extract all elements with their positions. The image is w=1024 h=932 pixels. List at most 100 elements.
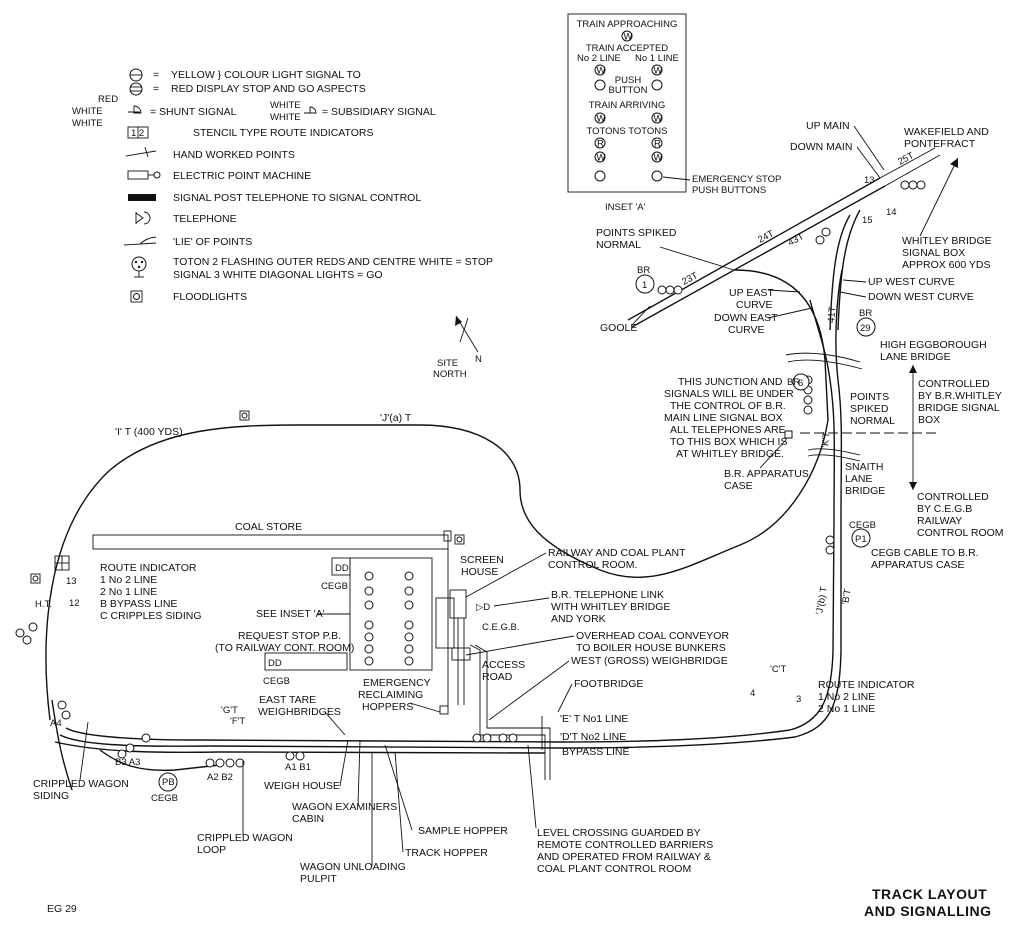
signal-a2 — [205, 758, 215, 768]
label-s13: 13 — [66, 576, 77, 587]
label-by-cegb: BY C.E.G.B — [917, 503, 972, 515]
label-pb: PB — [162, 777, 175, 788]
label-access: ACCESS — [482, 659, 525, 671]
label-railway-coal: RAILWAY AND COAL PLANT — [548, 547, 686, 559]
electric-point-machine-icon — [127, 170, 149, 180]
label-road: ROAD — [482, 671, 513, 683]
label-ctrl-br: CONTROLLED — [918, 378, 990, 390]
legend: = = YELLOW } COLOUR LIGHT SIGNAL TO RED … — [72, 68, 493, 303]
label-a4: A4 — [50, 718, 62, 729]
cegb-phone-icon: DD — [335, 563, 349, 574]
label-a1b1: A1 B1 — [285, 762, 311, 773]
label-junction-2: SIGNALS WILL BE UNDER — [664, 388, 794, 400]
label-lane-bridge: LANE BRIDGE — [880, 351, 951, 363]
label-to-boiler: TO BOILER HOUSE BUNKERS — [576, 642, 726, 654]
label-41t: 41T — [826, 306, 838, 323]
label-a2b2: A2 B2 — [207, 772, 233, 783]
legend-white-1: WHITE — [72, 106, 103, 117]
shunt-signal-icon — [128, 105, 142, 114]
emergency-stop-left[interactable] — [594, 170, 606, 182]
label-junction-1: THIS JUNCTION AND — [678, 376, 783, 388]
inset-emergency: EMERGENCY STOP — [692, 174, 781, 185]
label-wakefield: WAKEFIELD AND — [904, 126, 989, 138]
floodlight-left — [30, 573, 41, 584]
label-whitley-1: WHITLEY BRIDGE — [902, 235, 992, 247]
label-ri-2: 2 No 1 LINE — [100, 586, 157, 598]
label-junction-6: TO THIS BOX WHICH IS — [670, 436, 787, 448]
label-loop: LOOP — [197, 844, 226, 856]
title-line-1: TRACK LAYOUT — [872, 886, 987, 902]
inset-push: PUSH — [615, 75, 642, 86]
label-down-main: DOWN MAIN — [790, 141, 852, 153]
legend-equals-1: = — [153, 69, 159, 81]
label-emergency: EMERGENCY — [363, 677, 431, 689]
legend-equals-2: = — [153, 83, 159, 95]
label-spiked: SPIKED — [850, 403, 889, 415]
label-14: 14 — [886, 207, 897, 218]
coal-store: COAL STORE — [92, 521, 465, 708]
label-br-app: B.R. APPARATUS — [724, 468, 809, 480]
label-screen: SCREEN — [460, 554, 504, 566]
label-cegb-dot: C.E.G.B. — [482, 622, 519, 633]
label-p1: P1 — [855, 534, 867, 545]
label-route-2-2: 2 No 1 LINE — [818, 703, 875, 715]
label-request-stop: REQUEST STOP P.B. — [238, 630, 341, 642]
label-pulpit: PULPIT — [300, 873, 337, 885]
label-br-tel: B.R. TELEPHONE LINK — [551, 589, 664, 601]
label-curve: CURVE — [736, 299, 773, 311]
label-box: BOX — [918, 414, 940, 426]
markers — [158, 274, 876, 792]
legend-shunt: = SHUNT SIGNAL — [150, 106, 237, 118]
label-13b: 13 — [864, 175, 875, 186]
label-snaith: SNAITH — [845, 461, 884, 473]
legend-subsidiary: = SUBSIDIARY SIGNAL — [322, 106, 436, 118]
legend-row-9: 'LIE' OF POINTS — [173, 236, 252, 248]
label-normal-2: NORMAL — [596, 239, 641, 251]
inset-button: BUTTON — [609, 85, 648, 96]
push-button-right[interactable] — [651, 79, 663, 91]
legend-red: RED — [98, 94, 118, 105]
inset-buttons — [364, 571, 414, 666]
label-junction-5: ALL TELEPHONES ARE — [670, 424, 786, 436]
label-ri-c: C CRIPPLES SIDING — [100, 610, 202, 622]
inset-w-7: W — [654, 153, 663, 164]
label-dt: 'D'T No2 LINE — [560, 731, 626, 743]
cegb-label-1: CEGB — [321, 581, 348, 592]
label-level-2: REMOTE CONTROLLED BARRIERS — [537, 839, 713, 851]
label-by-br: BY B.R.WHITLEY — [918, 390, 1002, 402]
emergency-stop-right[interactable] — [651, 170, 663, 182]
legend-white-2: WHITE — [72, 118, 103, 129]
legend-row-2: RED DISPLAY STOP AND GO ASPECTS — [171, 83, 366, 95]
label-level-1: LEVEL CROSSING GUARDED BY — [537, 827, 701, 839]
label-junction-3: THE CONTROL OF B.R. — [670, 400, 786, 412]
floodlight-icon — [130, 290, 143, 303]
legend-row-4: STENCIL TYPE ROUTE INDICATORS — [193, 127, 373, 139]
label-whitley-3: APPROX 600 YDS — [902, 259, 991, 271]
junction-tracks — [627, 147, 941, 462]
label-6: 6 — [798, 378, 803, 389]
label-24t: 24T — [756, 228, 776, 245]
label-house: HOUSE — [461, 566, 498, 578]
label-level-3: AND OPERATED FROM RAILWAY & — [537, 851, 711, 863]
label-gt: 'G'T — [221, 705, 238, 716]
legend-row-5: HAND WORKED POINTS — [173, 149, 295, 161]
label-ri-1: 1 No 2 LINE — [100, 574, 157, 586]
label-junction-4: MAIN LINE SIGNAL BOX — [664, 412, 783, 424]
signal-post-telephone-icon — [128, 194, 156, 201]
inset-approaching: TRAIN APPROACHING — [577, 19, 678, 30]
inset-w-4: W — [597, 114, 606, 125]
label-eg29: EG 29 — [47, 903, 77, 915]
label-route-2: ROUTE INDICATOR — [818, 679, 915, 691]
push-button-left[interactable] — [594, 79, 606, 91]
label-n4: 4 — [750, 688, 755, 699]
label-23t: 23T — [680, 270, 700, 287]
label-b3a3: B3 A3 — [115, 757, 140, 768]
north-label: NORTH — [433, 369, 467, 380]
label-hoppers: HOPPERS — [362, 701, 413, 713]
label-weigh-house: WEIGH HOUSE — [264, 780, 340, 792]
inset-push-buttons: PUSH BUTTONS — [692, 185, 766, 196]
label-pontefract: PONTEFRACT — [904, 138, 976, 150]
label-with-whitley: WITH WHITLEY BRIDGE — [551, 601, 670, 613]
label-cegb-cable: CEGB CABLE TO B.R. — [871, 547, 979, 559]
